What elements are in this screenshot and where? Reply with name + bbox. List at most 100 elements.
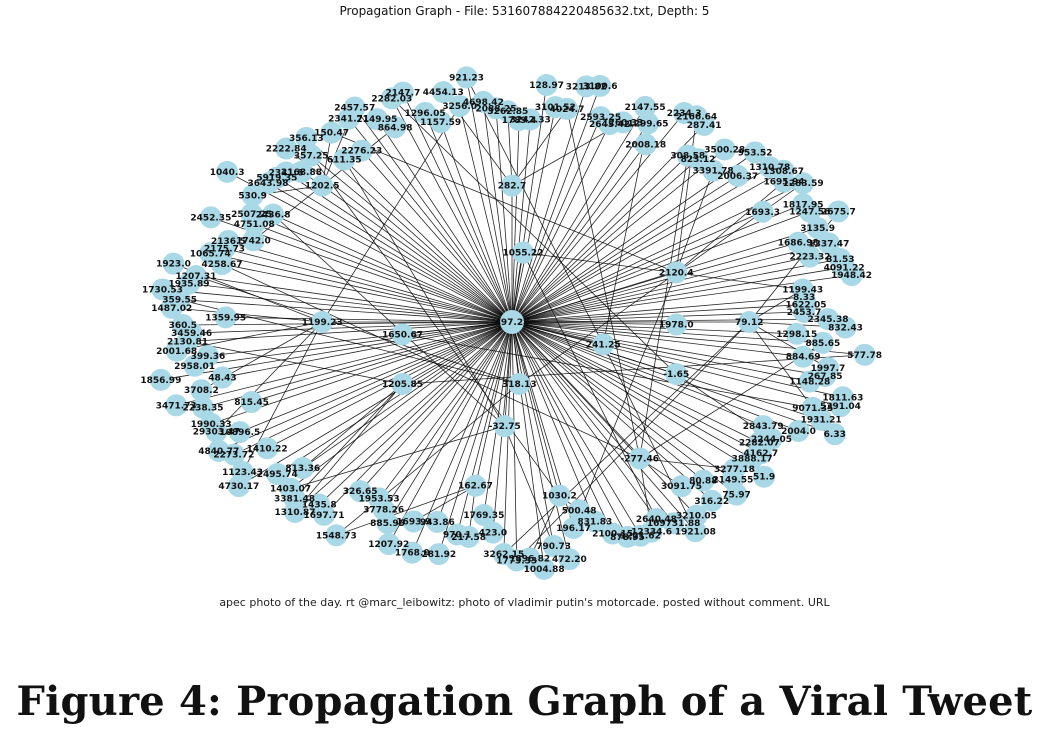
node-label: 1207.31 <box>175 272 216 282</box>
node-label: 1548.73 <box>316 531 357 541</box>
graph-edge <box>511 321 704 481</box>
graph-edge <box>475 321 513 486</box>
node-label: 217.58 <box>451 533 486 543</box>
node-label: 2282.07 <box>739 439 780 449</box>
node-label: 150.47 <box>314 129 349 139</box>
node-label: 2244.05 <box>751 435 792 445</box>
node-label: 2645.42 <box>589 120 630 130</box>
hub-node <box>311 174 334 197</box>
node-label: 1742.0 <box>236 236 271 246</box>
hub-node <box>511 241 534 264</box>
node-label: 81.53 <box>826 255 854 265</box>
graph-edge <box>511 166 770 323</box>
leaf-node <box>758 156 781 179</box>
figure-caption: Figure 4: Propagation Graph of a Viral T… <box>16 678 1033 725</box>
leaf-node <box>183 354 206 377</box>
leaf-node <box>300 144 323 167</box>
leaf-node <box>337 107 360 130</box>
hub-node <box>738 311 761 333</box>
graph-edge <box>411 321 513 553</box>
graph-edge <box>310 155 560 496</box>
node-label: 360.5 <box>169 321 197 331</box>
graph-edge <box>511 175 738 323</box>
graph-edge <box>675 170 714 273</box>
leaf-node <box>575 75 598 98</box>
graph-edge <box>359 321 513 492</box>
graph-edge <box>253 185 323 241</box>
root-node <box>500 310 524 334</box>
leaf-node <box>432 81 455 104</box>
graph-edge <box>272 214 513 323</box>
node-label: 3242.33 <box>510 116 551 126</box>
graph-edge <box>511 108 568 186</box>
node-label: 3459.46 <box>171 329 212 339</box>
leaf-node <box>333 148 356 171</box>
graph-edge <box>511 321 823 344</box>
node-label: 4258.67 <box>202 260 243 270</box>
leaf-node <box>401 541 424 564</box>
node-label: 823.12 <box>681 155 716 165</box>
graph-edge <box>511 243 829 323</box>
node-label: 1730.53 <box>142 285 183 295</box>
hub-node <box>665 363 688 386</box>
leaf-node <box>243 212 266 235</box>
graph-edge <box>748 321 814 409</box>
node-label: 815.45 <box>234 398 269 408</box>
hub-node <box>493 415 516 438</box>
leaf-node <box>801 396 824 419</box>
node-label: 2130.81 <box>167 337 208 347</box>
node-label: 3091.75 <box>661 482 702 492</box>
graph-edge <box>402 92 513 323</box>
graph-edge <box>511 321 697 516</box>
graph-edge <box>511 258 841 323</box>
leaf-node <box>744 141 767 164</box>
graph-edge <box>511 84 547 323</box>
node-label: 1923.0 <box>156 260 191 270</box>
node-label: 1931.21 <box>801 416 842 426</box>
node-label: 281.92 <box>421 550 456 560</box>
hub-node <box>628 447 651 470</box>
node-label: 3256.0 <box>442 102 477 112</box>
graph-edge <box>310 155 513 323</box>
graph-edge <box>242 321 323 473</box>
graph-edge <box>639 458 735 470</box>
leaf-node <box>365 108 388 131</box>
leaf-node <box>427 543 450 566</box>
node-label: 423.0 <box>479 529 507 539</box>
graph-edge <box>522 252 803 290</box>
leaf-node <box>562 516 585 539</box>
node-label: 357.25 <box>294 152 329 162</box>
node-label: 3135.9 <box>800 224 835 234</box>
leaf-node <box>853 343 876 366</box>
node-label: 4091.22 <box>824 263 865 273</box>
leaf-node <box>151 278 174 301</box>
leaf-node <box>349 480 372 503</box>
graph-edge <box>233 321 513 455</box>
node-label: 3277.18 <box>714 465 755 475</box>
node-label: 1817.95 <box>783 200 824 210</box>
leaf-node <box>816 356 839 379</box>
leaf-node <box>752 415 775 438</box>
leaf-node <box>827 200 850 223</box>
leaf-node <box>702 159 725 182</box>
node-label: 80.88 <box>689 477 717 487</box>
graph-edge <box>511 321 765 478</box>
node-label: 2593.25 <box>580 113 621 123</box>
node-label: 1030.2 <box>542 492 577 502</box>
graph-edge <box>424 112 513 323</box>
node-label: 500.48 <box>562 506 597 516</box>
graph-edge <box>331 132 677 273</box>
graph-edge <box>187 341 403 385</box>
graph-edge <box>511 321 764 427</box>
node-label: 169731.88 <box>647 519 701 529</box>
hub-node <box>391 323 414 346</box>
leaf-node <box>792 193 815 216</box>
leaf-node <box>583 510 606 533</box>
node-label: 4162.7 <box>743 449 778 459</box>
node-label: 3381.48 <box>274 494 315 504</box>
graph-edge <box>336 485 476 536</box>
hub-node <box>391 373 414 395</box>
node-label: 2238.35 <box>183 404 224 414</box>
leaf-node <box>284 501 307 524</box>
